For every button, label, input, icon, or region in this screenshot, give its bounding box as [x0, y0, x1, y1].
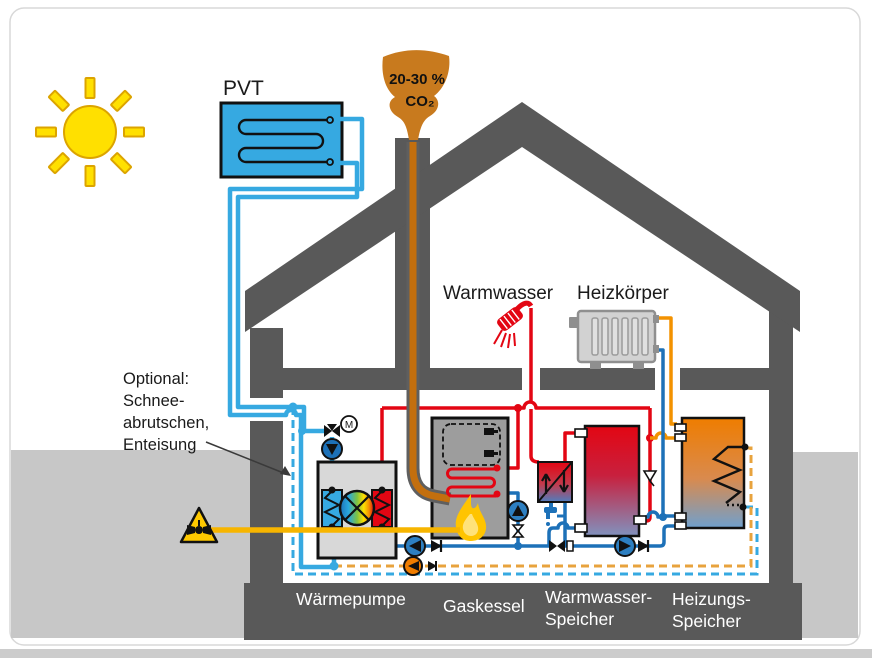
sun-icon: [35, 77, 145, 187]
pipe-junction: [514, 404, 522, 412]
pump-icons: [321, 438, 636, 576]
gas-boiler-label: Gaskessel: [443, 596, 525, 616]
pvt-panel: PVT: [219, 77, 344, 179]
pvt-label: PVT: [223, 77, 264, 100]
freshwater-station: [537, 461, 573, 503]
tap-icon: [544, 503, 557, 526]
motor-valve-label: M: [345, 420, 353, 431]
co2-percent-label: 20-30 %: [389, 71, 445, 88]
optional-note: Optional: Schnee- abrutschen, Enteisung: [123, 370, 291, 476]
three-way-valve-icon: [549, 540, 574, 552]
ceiling-segment: [680, 368, 769, 390]
tank-cold-inlet-pipe: [547, 521, 576, 546]
right-wall: [769, 307, 793, 583]
pipe-junction: [514, 542, 522, 550]
burner-chamber: [442, 423, 501, 466]
page-bottom-edge: [0, 649, 872, 658]
ceiling-segment: [540, 368, 655, 390]
shower-spray: [493, 329, 516, 349]
pipe-junction: [298, 427, 306, 435]
optional-line-3: abrutschen,: [123, 414, 209, 432]
up-arrow-icon: [541, 473, 551, 494]
heat-pump-label: Wärmepumpe: [296, 589, 406, 609]
pvt-absorber-coil: [237, 118, 330, 164]
dhw-tank-label-2: Speicher: [545, 609, 614, 629]
pipe-junction: [288, 402, 298, 412]
gas-boiler-interior: [442, 423, 501, 541]
heizkoerper-label: Heizkörper: [577, 283, 670, 304]
warning-gas-icon: [179, 506, 219, 544]
shower-icon: [493, 300, 534, 349]
source-supply-pipe: [235, 160, 360, 434]
co2-label: CO₂: [405, 93, 434, 110]
buffer-tank-label-1: Heizungs-: [672, 589, 751, 609]
boiler-heat-exchanger-coil: [446, 467, 496, 498]
heat-pump-unit: [316, 460, 398, 560]
buffer-tank: [674, 416, 749, 530]
ceiling-segment: [283, 368, 397, 390]
optional-deicing-supply-pipe: [334, 446, 753, 568]
ground: [11, 450, 858, 638]
down-arrow-icon: [559, 470, 569, 493]
hot-water-tank: [574, 424, 647, 538]
buffer-coil: [710, 445, 744, 504]
cold-main-pipe: [518, 524, 677, 548]
dhw-tank-label-1: Warmwasser-: [545, 587, 652, 607]
check-valve-icons: [428, 540, 650, 571]
optional-line-1: Optional:: [123, 370, 189, 388]
station-to-tank-pipe: [563, 431, 577, 462]
annotation-arrow: [205, 441, 287, 475]
mixing-valve-icon: M: [324, 415, 358, 437]
shutoff-valve-icon: [511, 524, 525, 538]
house-floor: [244, 583, 802, 640]
left-wall-upper: [250, 328, 283, 398]
component-labels: Wärmepumpe Gaskessel Warmwasser- Speiche…: [296, 587, 751, 631]
buffer-tank-label-2: Speicher: [672, 611, 741, 631]
roof: [245, 102, 800, 332]
radiator-supply-pipe: [650, 316, 677, 440]
optional-line-2: Schnee-: [123, 392, 184, 410]
ceiling-segment: [430, 368, 522, 390]
optional-line-4: Enteisung: [123, 436, 196, 454]
radiator-icon: [569, 309, 659, 369]
left-wall-lower: [250, 421, 283, 583]
pipe-junction: [659, 513, 667, 521]
safety-valve-icon: [642, 470, 658, 487]
flue-pipe: [409, 142, 451, 503]
pipe-junction: [329, 561, 339, 571]
optional-deicing-return-pipe: [291, 407, 759, 576]
smoke-plume: 20-30 % CO₂: [382, 50, 450, 140]
warmwasser-label: Warmwasser: [443, 283, 554, 304]
